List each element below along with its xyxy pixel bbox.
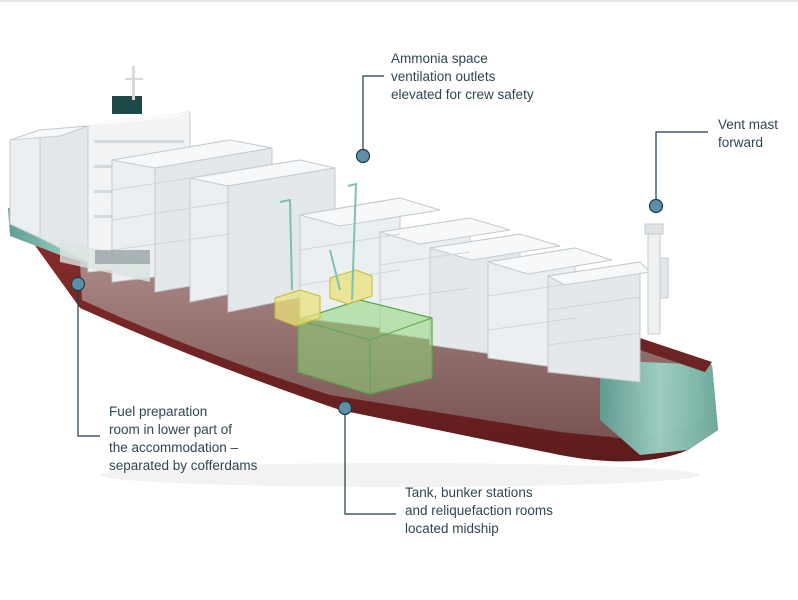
hull-shadow: [100, 463, 700, 487]
ammonia-ventilation-pipes: [279, 182, 358, 301]
container-stacks-main: [111, 139, 652, 383]
leader-ammonia-vent: [355, 75, 384, 164]
callout-vent-mast: Vent mast forward: [718, 117, 779, 150]
callout-tank-bunker: Tank, bunker stations and reliquefaction…: [405, 485, 553, 536]
aft-engine-room: [60, 240, 150, 282]
leader-tank-bunker: [337, 400, 396, 515]
callout-dot-icon: [355, 148, 371, 164]
top-divider: [0, 0, 798, 2]
leader-vent-mast: [648, 131, 708, 214]
callout-dot-icon: [648, 198, 664, 214]
fuel-rooms: [274, 269, 373, 327]
callout-dot-icon: [337, 400, 353, 416]
callout-dot-icon: [70, 276, 86, 292]
callout-fuel-prep: Fuel preparation room in lower part of t…: [109, 404, 258, 473]
callout-ammonia-vent: Ammonia space ventilation outlets elevat…: [391, 51, 534, 102]
container-stacks-aft: [9, 125, 89, 263]
leader-fuel-prep: [70, 276, 100, 437]
vent-mast: [644, 223, 669, 335]
